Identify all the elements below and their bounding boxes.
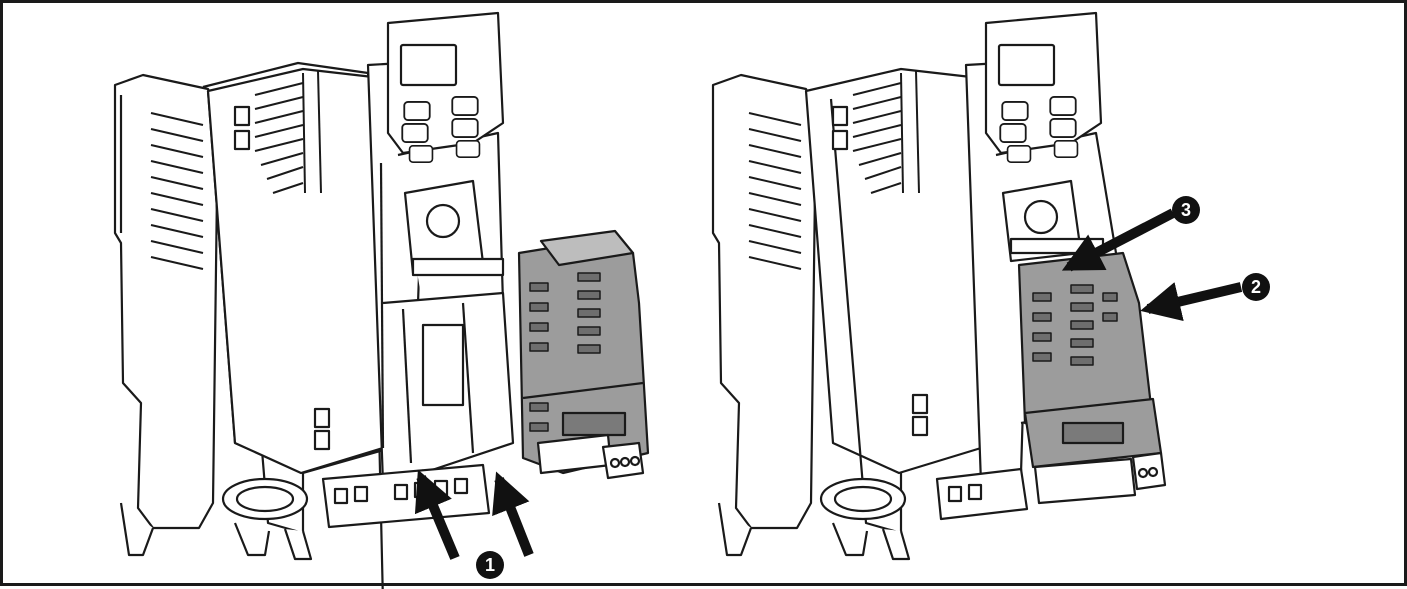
callout-2-badge: 2 xyxy=(1242,273,1270,301)
left-keypad xyxy=(386,11,505,163)
right-option-module xyxy=(1017,251,1167,505)
callout-1-label: 1 xyxy=(485,555,495,575)
callout-2-label: 2 xyxy=(1251,277,1261,297)
callout-3-label: 3 xyxy=(1181,200,1191,220)
figure-canvas: 1 xyxy=(113,11,1270,589)
callout-3-badge: 3 xyxy=(1172,196,1200,224)
left-bottom-terminals xyxy=(321,463,491,529)
callout-1-arrows xyxy=(414,469,534,560)
callout-2-arrow xyxy=(1140,282,1243,322)
left-top-vents xyxy=(254,70,322,194)
left-drive xyxy=(113,11,515,589)
callout-1-badge: 1 xyxy=(476,551,504,579)
left-option-module xyxy=(517,229,650,480)
callout-3-arrow xyxy=(1061,208,1176,272)
left-heatsink-fins xyxy=(150,112,204,270)
left-connector xyxy=(403,179,505,277)
